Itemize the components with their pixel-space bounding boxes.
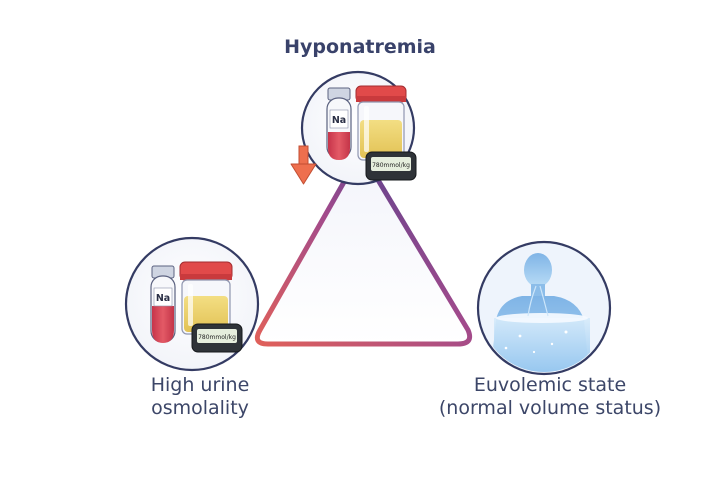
right-node	[476, 240, 612, 376]
euvolemic-line2: (normal volume status)	[438, 396, 662, 419]
top-node: Na 780mmol/kg	[290, 70, 417, 186]
urine-osmolality-line1: High urine	[150, 374, 250, 396]
triangle	[254, 171, 473, 347]
urine-osmolality-label: High urine osmolality	[100, 374, 300, 420]
blood-tube-icon: Na	[326, 87, 352, 160]
tube-na-label: Na	[156, 293, 170, 304]
osmometer-reading: 780mmol/kg	[198, 334, 236, 341]
blood-tube-icon: Na	[150, 265, 176, 343]
tube-na-label: Na	[332, 115, 346, 126]
human-bust-icon	[490, 253, 590, 372]
down-arrow-icon	[290, 145, 317, 185]
osmometer-icon: 780mmol/kg	[365, 151, 417, 181]
hyponatremia-label: Hyponatremia	[284, 36, 436, 58]
euvolemic-label: Euvolemic state (normal volume status)	[400, 374, 700, 420]
osmometer-icon: 780mmol/kg	[191, 323, 243, 353]
euvolemic-line1: Euvolemic state	[473, 374, 627, 396]
left-node: Na 780mmol/kg	[124, 236, 260, 372]
osmometer-reading: 780mmol/kg	[372, 162, 410, 169]
urine-jar-icon	[355, 85, 407, 161]
urine-jar-icon	[179, 261, 233, 335]
urine-osmolality-line2: osmolality	[151, 396, 249, 419]
